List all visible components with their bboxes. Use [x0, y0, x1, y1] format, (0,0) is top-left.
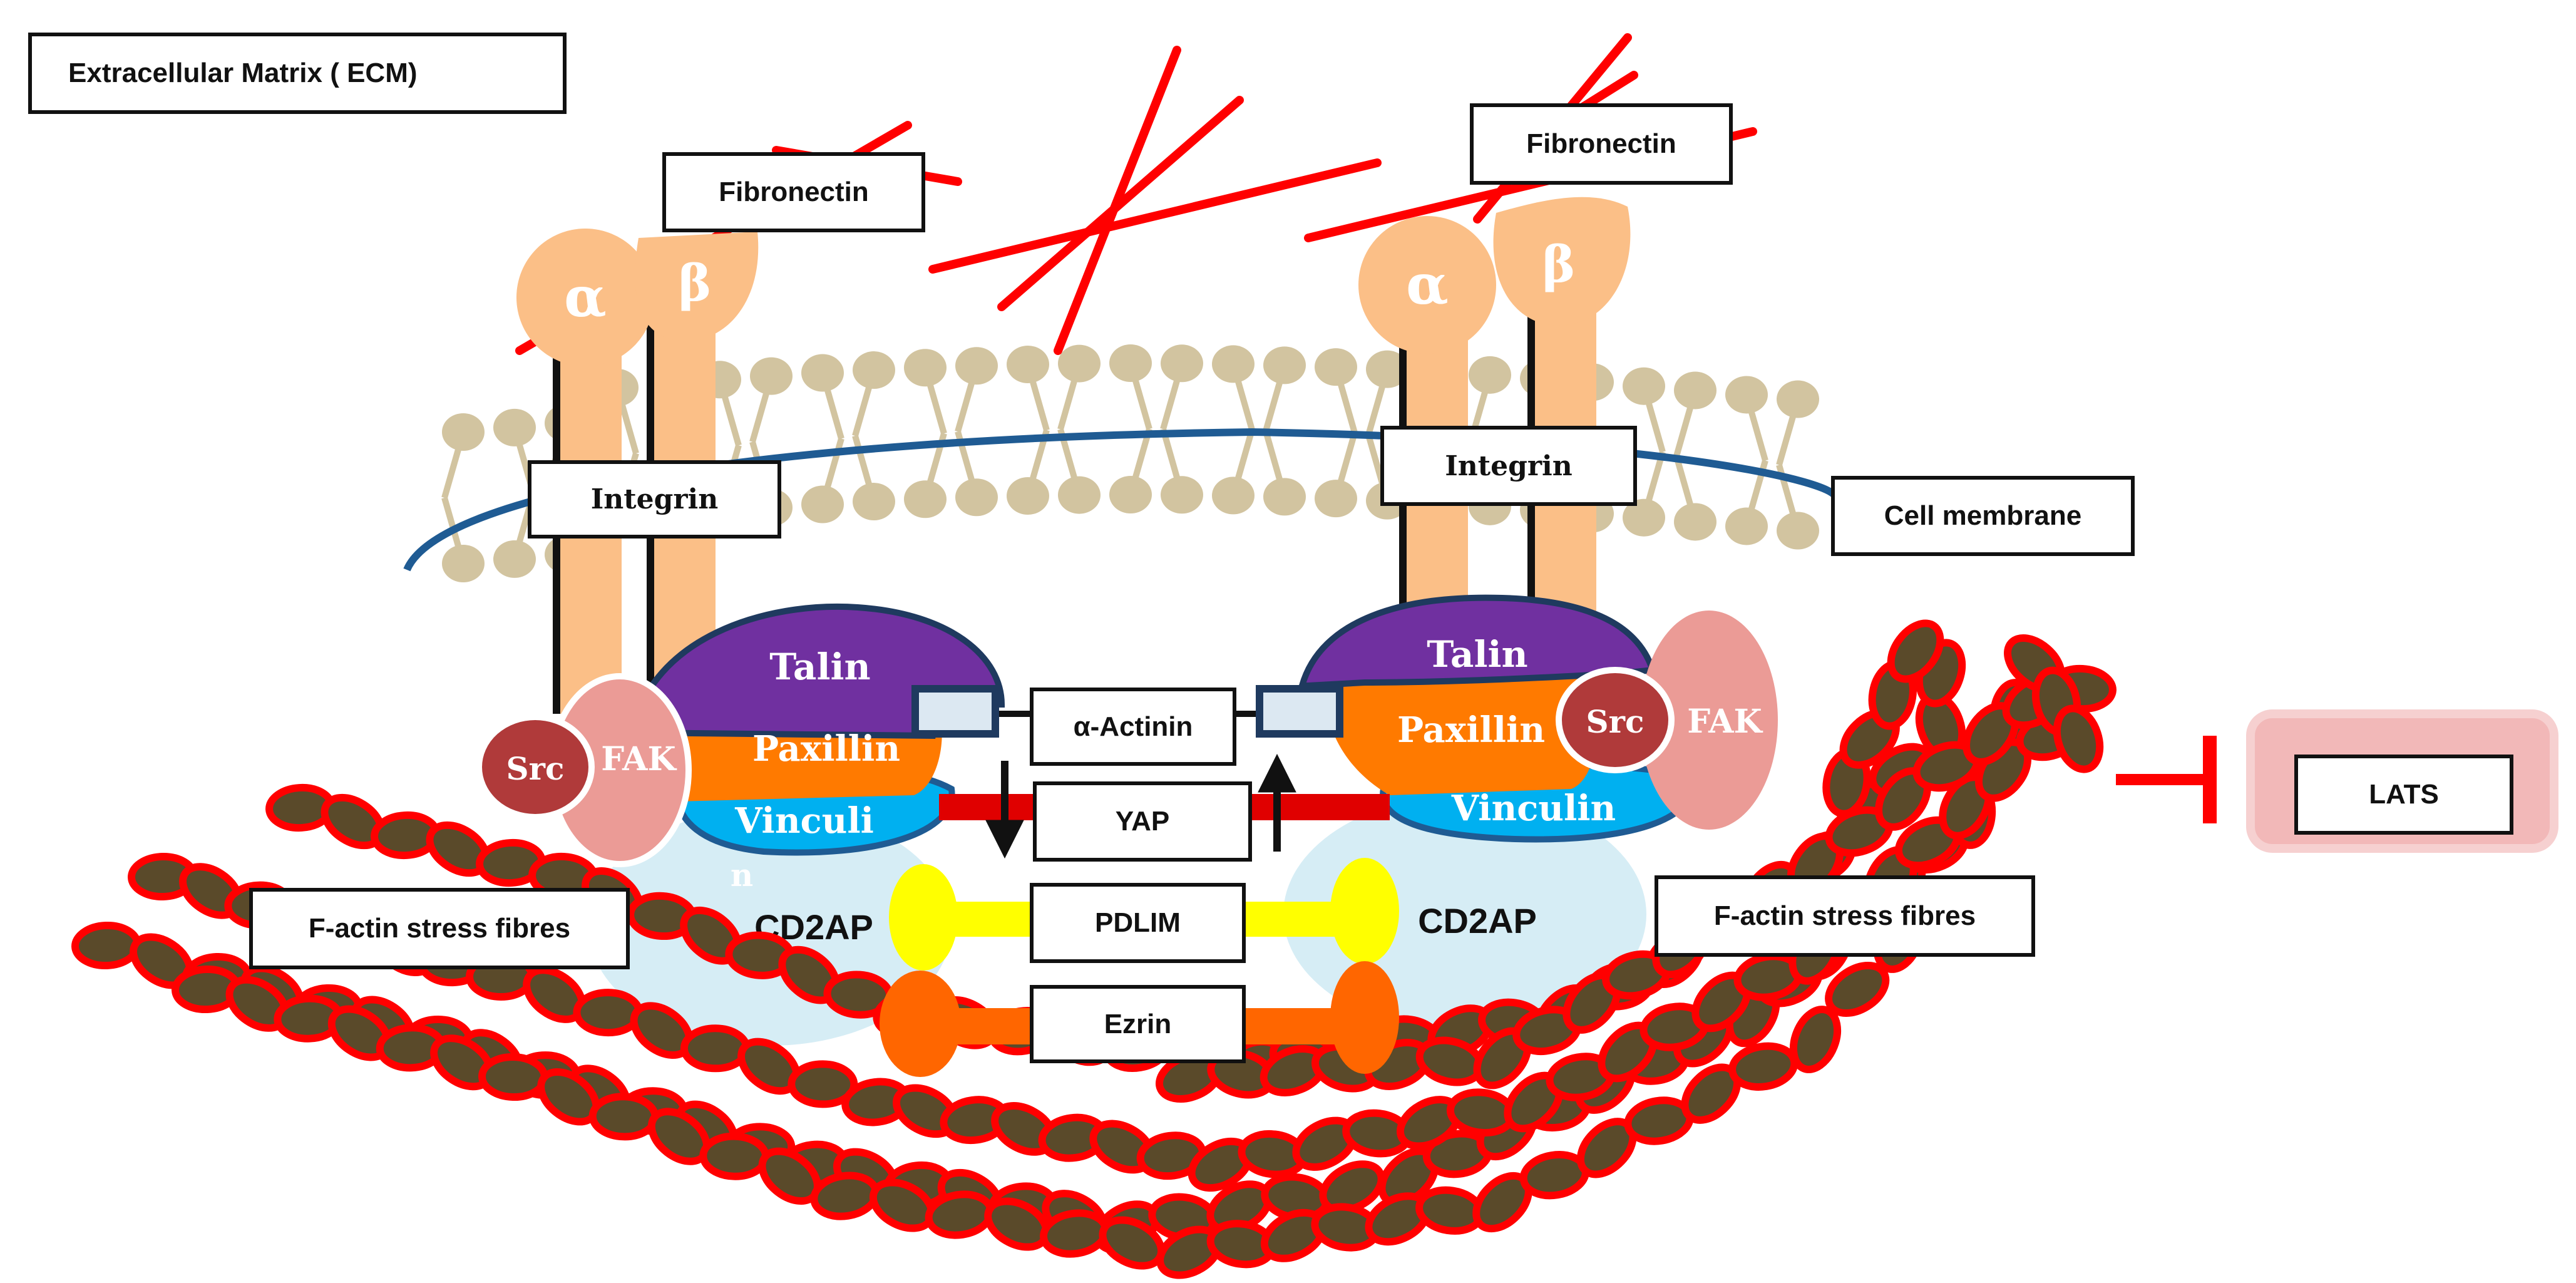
integrin-label-left: Integrin	[528, 460, 781, 538]
ecm-label: Extracellular Matrix ( ECM)	[28, 33, 567, 114]
integrin-alpha-subunit-left	[516, 229, 654, 366]
ezrin-label: Ezrin	[1030, 985, 1246, 1063]
f-actin-label-right: F-actin stress fibres	[1655, 875, 2035, 957]
talin-right	[1298, 594, 1657, 689]
alpha-label-right: α	[1406, 252, 1449, 317]
yap-label: YAP	[1033, 781, 1252, 862]
fak-right	[1640, 611, 1778, 830]
talin-label-left: Talin	[769, 646, 870, 688]
cd2ap-label-right: CD2AP	[1418, 901, 1537, 940]
beta-label-right: β	[1542, 235, 1575, 294]
cell-membrane-line	[403, 428, 1837, 572]
talin-left	[628, 603, 1005, 739]
paxillin-label-left: Paxillin	[752, 728, 900, 770]
fak-label-right: FAK	[1687, 703, 1763, 741]
src-label-left: Src	[506, 750, 565, 787]
vinculin-label-right: Vinculin	[1451, 788, 1616, 829]
paxillin-right	[1326, 676, 1596, 795]
focal-adhesion-left: Talin Paxillin Vinculi n FAK Src	[476, 603, 1005, 894]
src-label-right: Src	[1586, 703, 1645, 740]
fibronectin-label-right: Fibronectin	[1470, 103, 1733, 185]
src-right	[1556, 667, 1675, 773]
yap-arrows	[985, 753, 1296, 859]
focal-adhesion-right: Talin Paxillin Vinculin FAK Src	[1298, 594, 1778, 843]
pdlim-label: PDLIM	[1030, 883, 1246, 963]
integrin-beta-subunit-right	[1493, 197, 1631, 326]
integrin-beta-subunit-left	[635, 232, 759, 341]
vinculin-label-left: Vinculi	[734, 800, 874, 842]
cell-membrane-label: Cell membrane	[1831, 476, 2135, 556]
beta-label-left: β	[678, 254, 711, 312]
talin-label-right: Talin	[1427, 633, 1527, 676]
integrin-alpha-subunit-right	[1358, 216, 1496, 354]
integrin-label-right: Integrin	[1380, 426, 1637, 506]
f-actin-label-left: F-actin stress fibres	[249, 888, 630, 969]
alpha-actinin-label: α-Actinin	[1030, 688, 1236, 766]
fak-label-left: FAK	[601, 740, 677, 778]
fibronectin-label-left: Fibronectin	[662, 152, 925, 232]
pdlim-dumbbell	[889, 858, 1399, 971]
alpha-label-left: α	[564, 264, 607, 329]
src-left	[476, 714, 595, 820]
integrin-right: α β	[1358, 197, 1631, 632]
paxillin-label-right: Paxillin	[1397, 709, 1545, 751]
vinculin-label-left-wrap: n	[731, 857, 753, 894]
lats-label: LATS	[2294, 755, 2513, 835]
